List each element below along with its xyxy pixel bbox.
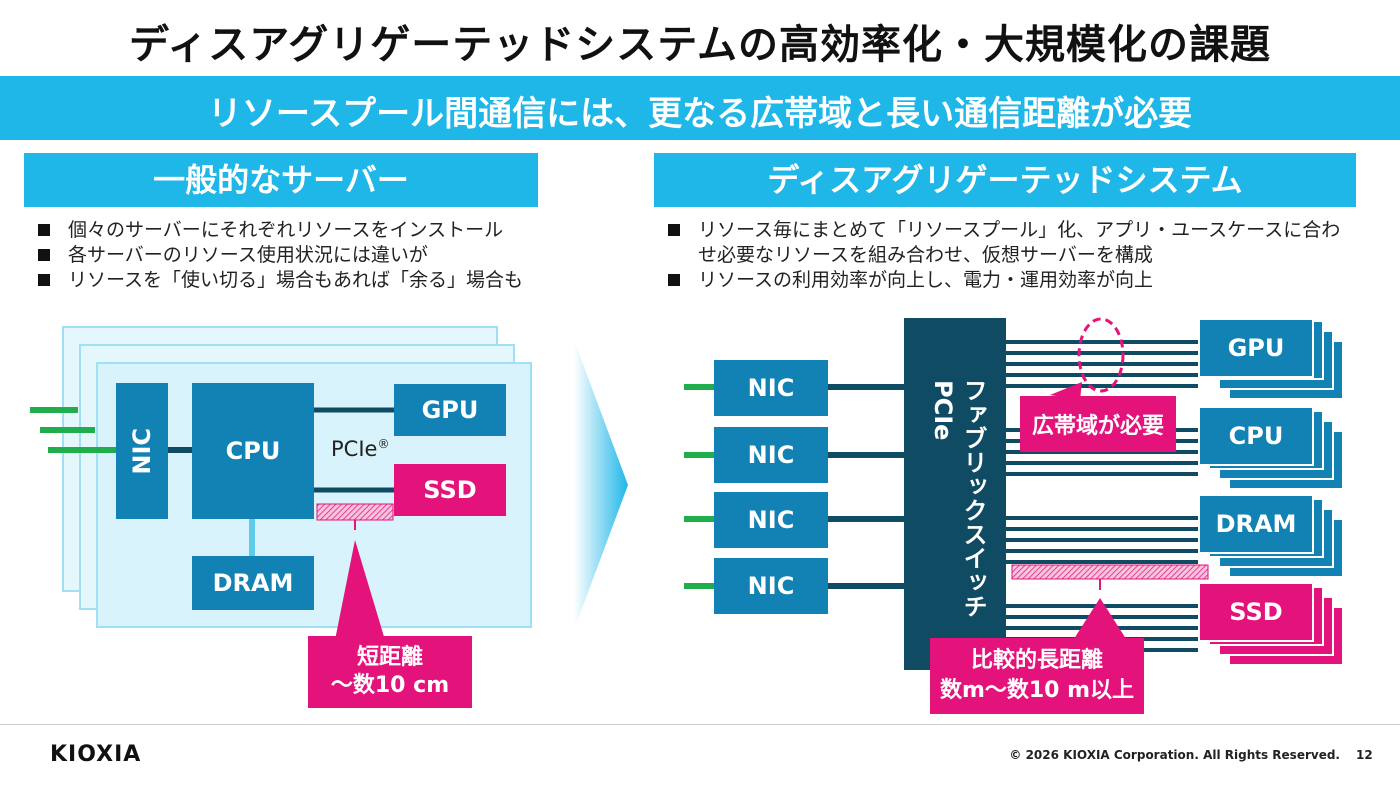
page-title: ディスアグリゲーテッドシステムの高効率化・大規模化の課題 — [129, 22, 1271, 68]
left-callout-pointer — [316, 503, 394, 640]
nic-box: NIC — [714, 492, 828, 548]
long-distance-callout: 比較的長距離 数m～数10 m以上 — [930, 638, 1144, 714]
dram-pool: DRAM — [1198, 494, 1314, 554]
switch-label-line1: PCIe — [929, 380, 957, 441]
switch-label-line2: ファブリックスイッチ — [959, 378, 987, 618]
cpu-box: CPU — [192, 383, 314, 519]
left-bullet: 個々のサーバーにそれぞれリソースをインストール — [36, 218, 536, 243]
ssd-pool: SSD — [1198, 582, 1314, 642]
short-distance-callout: 短距離 ～数10 cm — [308, 636, 472, 708]
right-bullet: リソース毎にまとめて「リソースプール」化、アプリ・ユースケースに合わせ必要なリソ… — [666, 218, 1356, 268]
pcie-fabric-switch — [904, 318, 1006, 670]
left-diagram-lines — [30, 407, 394, 556]
right-bullet: リソースの利用効率が向上し、電力・運用効率が向上 — [666, 268, 1356, 293]
nic-box: NIC — [714, 360, 828, 416]
ssd-box: SSD — [394, 464, 506, 516]
page-number: 12 — [1356, 748, 1373, 762]
right-section-header: ディスアグリゲーテッドシステム — [654, 153, 1356, 207]
bullet-square-icon — [38, 249, 50, 261]
left-bullet: 各サーバーのリソース使用状況には違いが — [36, 243, 536, 268]
gpu-pool: GPU — [1198, 318, 1314, 378]
nic-box: NIC — [116, 383, 168, 519]
bullet-square-icon — [38, 224, 50, 236]
bandwidth-callout: 広帯域が必要 — [1020, 396, 1176, 452]
transition-arrow-icon — [574, 340, 628, 630]
bullet-square-icon — [668, 274, 680, 286]
left-bullet: リソースを「使い切る」場合もあれば「余る」場合も — [36, 268, 536, 293]
nic-box: NIC — [714, 427, 828, 483]
copyright-text: © 2026 KIOXIA Corporation. All Rights Re… — [1009, 748, 1340, 762]
left-section-header: 一般的なサーバー — [24, 153, 538, 207]
gpu-box: GPU — [394, 384, 506, 436]
cpu-pool: CPU — [1198, 406, 1314, 466]
banner — [0, 76, 1400, 140]
nic-box: NIC — [714, 558, 828, 614]
right-bullet-list: リソース毎にまとめて「リソースプール」化、アプリ・ユースケースに合わせ必要なリソ… — [666, 218, 1356, 293]
kioxia-logo: KIOXIA — [50, 742, 142, 767]
banner-text: リソースプール間通信には、更なる広帯域と長い通信距離が必要 — [207, 94, 1193, 134]
footer-divider — [0, 724, 1400, 725]
bullet-square-icon — [38, 274, 50, 286]
left-bullet-list: 個々のサーバーにそれぞれリソースをインストール 各サーバーのリソース使用状況には… — [36, 218, 536, 293]
dram-box: DRAM — [192, 556, 314, 610]
right-diagram-lines — [684, 317, 1209, 652]
bullet-square-icon — [668, 224, 680, 236]
pcie-label: PCIe® — [331, 437, 390, 461]
